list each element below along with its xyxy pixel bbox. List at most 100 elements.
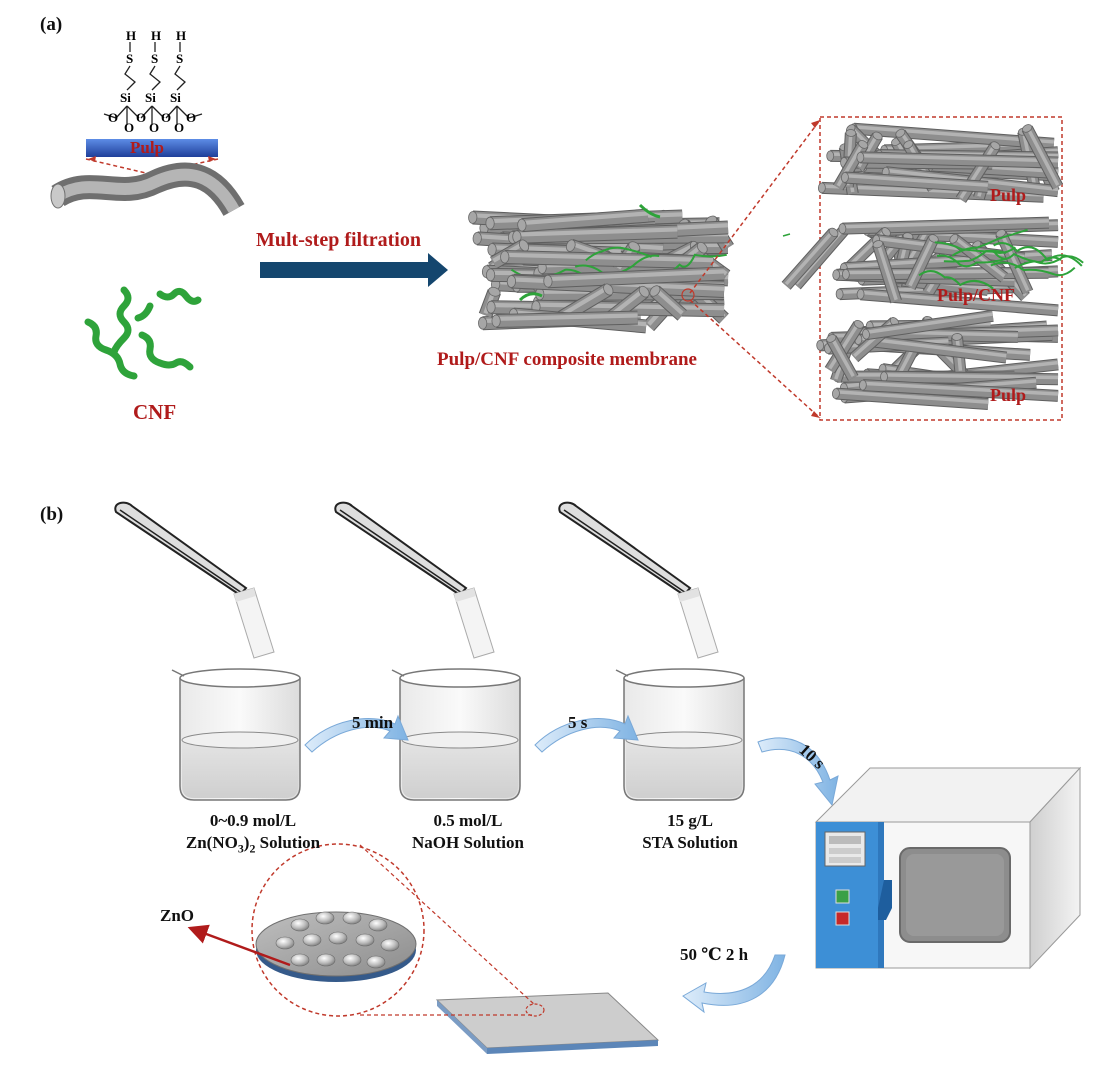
step-3-solution: STA Solution: [642, 833, 738, 852]
chem-o-2: O: [124, 120, 135, 135]
chem-si-3: Si: [170, 90, 181, 105]
magnify-circle: [251, 843, 425, 1017]
fiber-tube: [949, 233, 1009, 283]
fiber-tube: [512, 224, 678, 244]
fiber-tube: [781, 227, 839, 290]
filtration-arrow: [260, 253, 448, 287]
zno-particle: [290, 953, 310, 967]
fiber-tube: [500, 249, 714, 270]
zno-particle: [342, 953, 362, 967]
layer-label-top: Pulp: [990, 185, 1027, 205]
zno-particle: [368, 918, 388, 932]
step-2-concentration: 0.5 mol/L: [433, 811, 503, 830]
zno-particle: [366, 955, 386, 969]
curve-arrow-3: [757, 737, 839, 807]
time-label-2: 5 s: [568, 713, 588, 732]
chem-h-2: H: [151, 28, 162, 43]
fiber-tube: [840, 171, 989, 193]
panel-b-label: (b): [40, 504, 64, 525]
final-membrane-sheet: [435, 992, 660, 1054]
curve-arrow-1: [304, 714, 409, 753]
tweezers-group: [114, 501, 719, 659]
zno-particle: [275, 936, 295, 950]
chem-h-1: H: [126, 28, 137, 43]
step-1-solution: Zn(NO3)2 Solution: [185, 833, 321, 856]
zno-particle: [315, 911, 335, 925]
pulp-bar-label: Pulp: [130, 138, 165, 157]
composite-membrane: [468, 203, 734, 334]
oven-condition-label: 50 ℃ 2 h: [680, 945, 749, 964]
chem-o-7: O: [186, 110, 197, 125]
pulp-surface-bar: [86, 139, 218, 157]
zno-particle: [328, 931, 348, 945]
layer-pulp-top: [817, 122, 1064, 203]
oven-handle: [878, 880, 892, 920]
cnf-fibers: [84, 286, 202, 380]
fiber-tube: [517, 208, 649, 233]
zoom-connectors: [689, 119, 821, 419]
chem-o-5: O: [161, 110, 172, 125]
zno-particle: [316, 953, 336, 967]
layer-pulp-bottom: [816, 309, 1059, 410]
chem-o-6: O: [174, 120, 185, 135]
curve-arrow-2: [534, 714, 639, 753]
step-2-solution: NaOH Solution: [412, 833, 524, 852]
step-2-caption: 0.5 mol/L NaOH Solution: [388, 810, 548, 854]
fiber-tube: [1021, 124, 1064, 190]
tweezer-2: [334, 501, 495, 659]
beaker-1: [171, 668, 301, 801]
fiber-tube: [832, 387, 989, 410]
fiber-tube: [491, 310, 638, 328]
zno-particle: [302, 933, 322, 947]
time-label-1: 5 min: [352, 713, 394, 732]
pulp-fiber: [50, 162, 245, 217]
zno-pointer: [187, 924, 291, 967]
step-1-concentration: 0~0.9 mol/L: [209, 811, 297, 830]
step-3-caption: 15 g/L STA Solution: [615, 810, 765, 854]
oven-red-button: [835, 911, 850, 926]
fiber-tube: [543, 266, 725, 289]
fiber-tube: [825, 334, 859, 381]
chem-s-3: S: [176, 51, 184, 66]
layer-pulp-cnf: [781, 216, 1084, 317]
drying-oven: [814, 766, 1082, 970]
fiber-tube: [862, 309, 994, 341]
fiber-tube: [872, 240, 902, 304]
beakers-group: [171, 668, 745, 801]
zno-particle: [290, 918, 310, 932]
fiber-tube: [817, 181, 1044, 203]
layer-illustrations: [781, 122, 1084, 410]
step-1-caption: 0~0.9 mol/L Zn(NO3)2 Solution: [168, 810, 338, 859]
chem-si-2: Si: [145, 90, 156, 105]
layer-zoom-box: [819, 116, 1063, 421]
chem-o-1: O: [108, 110, 119, 125]
fiber-tube: [838, 216, 1050, 235]
fiber-tube: [649, 285, 687, 321]
oven-green-button: [835, 889, 850, 904]
fiber-tube: [856, 151, 1059, 169]
panel-a-label: (a): [40, 14, 63, 35]
fiber-tube: [824, 319, 864, 374]
zno-particle: [380, 938, 400, 952]
magnify-connectors: [359, 844, 536, 1016]
layer-label-bottom: Pulp: [990, 385, 1027, 405]
chem-si-1: Si: [120, 90, 131, 105]
zno-label: ZnO: [160, 906, 195, 925]
curved-arrows: [304, 714, 839, 1014]
chem-o-4: O: [149, 120, 160, 135]
cnf-label: CNF: [133, 400, 177, 424]
layer-label-middle: Pulp/CNF: [937, 285, 1016, 305]
chem-s-1: S: [126, 51, 134, 66]
chem-s-2: S: [151, 51, 159, 66]
beaker-2: [391, 668, 521, 801]
magnify-target: [525, 1003, 545, 1017]
membrane-label: Pulp/CNF composite membrane: [437, 349, 697, 370]
fiber-tube: [904, 234, 939, 290]
zoom-spot: [681, 288, 695, 302]
chem-h-3: H: [176, 28, 187, 43]
curve-arrow-4: [682, 954, 786, 1014]
step-3-concentration: 15 g/L: [667, 811, 713, 830]
tweezer-1: [114, 501, 275, 659]
zno-particles: [275, 911, 400, 969]
